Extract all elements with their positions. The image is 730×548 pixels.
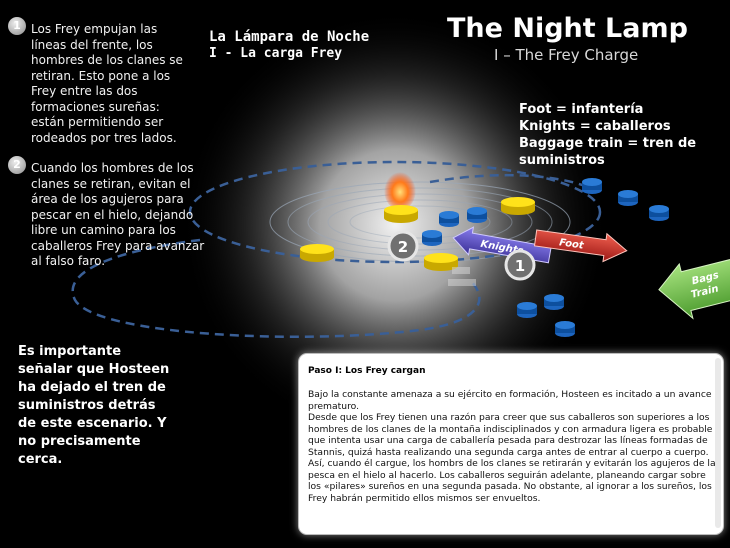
frey-units <box>422 178 669 337</box>
marker-2: 2 <box>387 230 419 262</box>
ghost-units <box>448 267 476 286</box>
frey-unit <box>467 207 487 223</box>
clan-unit <box>424 253 458 271</box>
svg-text:2: 2 <box>398 238 408 256</box>
lamp-glow <box>180 10 610 440</box>
legend-item-baggage: Baggage train = tren de suministros <box>519 136 697 168</box>
lamp-fire <box>384 170 416 210</box>
baggage-train-note: Es importante señalar que Hosteen ha dej… <box>18 344 170 467</box>
frey-unit <box>439 211 459 227</box>
note-2-badge: 2 <box>8 156 26 174</box>
clan-units <box>300 197 535 271</box>
frey-unit <box>517 302 537 318</box>
march-route <box>71 160 602 338</box>
note-1-text: Los Frey empujan las líneas del frente, … <box>31 22 183 145</box>
note-1-badge: 1 <box>8 17 26 35</box>
frozen-lake <box>269 181 571 263</box>
svg-text:1: 1 <box>515 257 525 275</box>
legend-item-knights: Knights = caballeros <box>519 119 671 134</box>
subtitle-english: I – The Frey Charge <box>494 46 639 64</box>
frey-unit <box>555 321 575 337</box>
panel-title: Paso I: Los Frey cargan <box>308 366 426 376</box>
frey-unit <box>544 294 564 310</box>
note-2-text: Cuando los hombres de los clanes se reti… <box>31 161 205 268</box>
foot-arrow-label: Foot <box>558 237 585 251</box>
frey-unit <box>649 205 669 221</box>
baggage-train-arrow: Bags Train <box>658 255 730 320</box>
legend: Foot = infantería Knights = caballeros B… <box>519 101 719 169</box>
title-english: The Night Lamp <box>447 13 688 44</box>
panel-body: Bajo la constante amenaza a su ejército … <box>308 389 716 504</box>
subtitle-spanish: I - La carga Frey <box>209 46 343 61</box>
frey-unit <box>582 178 602 194</box>
clan-unit <box>501 197 535 215</box>
panel-scrollbar[interactable] <box>715 358 721 528</box>
frey-unit <box>618 190 638 206</box>
frey-unit <box>422 230 442 246</box>
legend-item-foot: Foot = infantería <box>519 102 644 117</box>
clan-unit <box>384 205 418 223</box>
title-spanish: La Lámpara de Noche <box>209 29 370 45</box>
marker-1: 1 <box>504 249 536 281</box>
foot-arrow: Foot <box>533 229 628 263</box>
step-description-panel: Paso I: Los Frey cargan Bajo la constant… <box>298 353 724 535</box>
clan-unit <box>300 244 334 262</box>
